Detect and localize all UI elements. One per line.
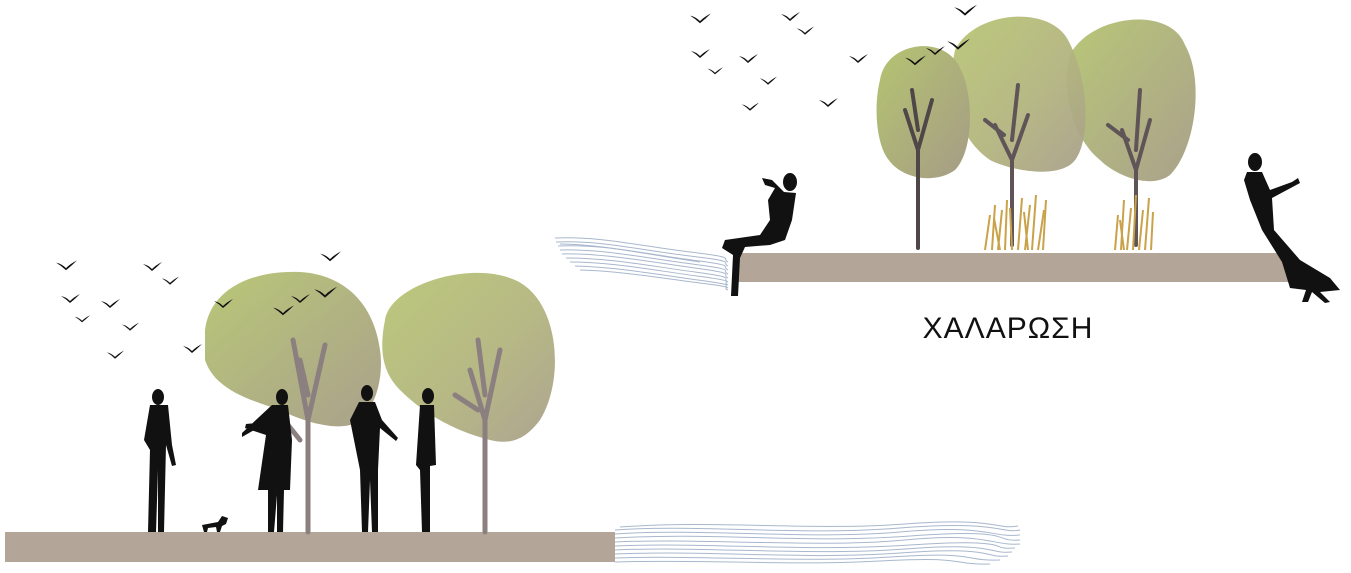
dog-icon xyxy=(202,516,228,532)
tree-lower-1 xyxy=(205,272,381,532)
water-lower xyxy=(615,522,1020,564)
person-icon xyxy=(350,385,398,532)
person-icon xyxy=(416,388,436,532)
reed-icon xyxy=(985,195,1046,250)
tree-lower-2 xyxy=(382,273,555,532)
caption-title: ΧΑΛΑΡΩΣΗ xyxy=(888,312,1128,346)
water-upper xyxy=(555,238,728,290)
person-icon xyxy=(242,389,292,532)
ground-upper xyxy=(734,253,1290,282)
ground-lower xyxy=(5,532,615,562)
tree-upper-2 xyxy=(952,17,1086,245)
tree-upper-1 xyxy=(877,46,970,248)
person-icon xyxy=(144,389,176,532)
